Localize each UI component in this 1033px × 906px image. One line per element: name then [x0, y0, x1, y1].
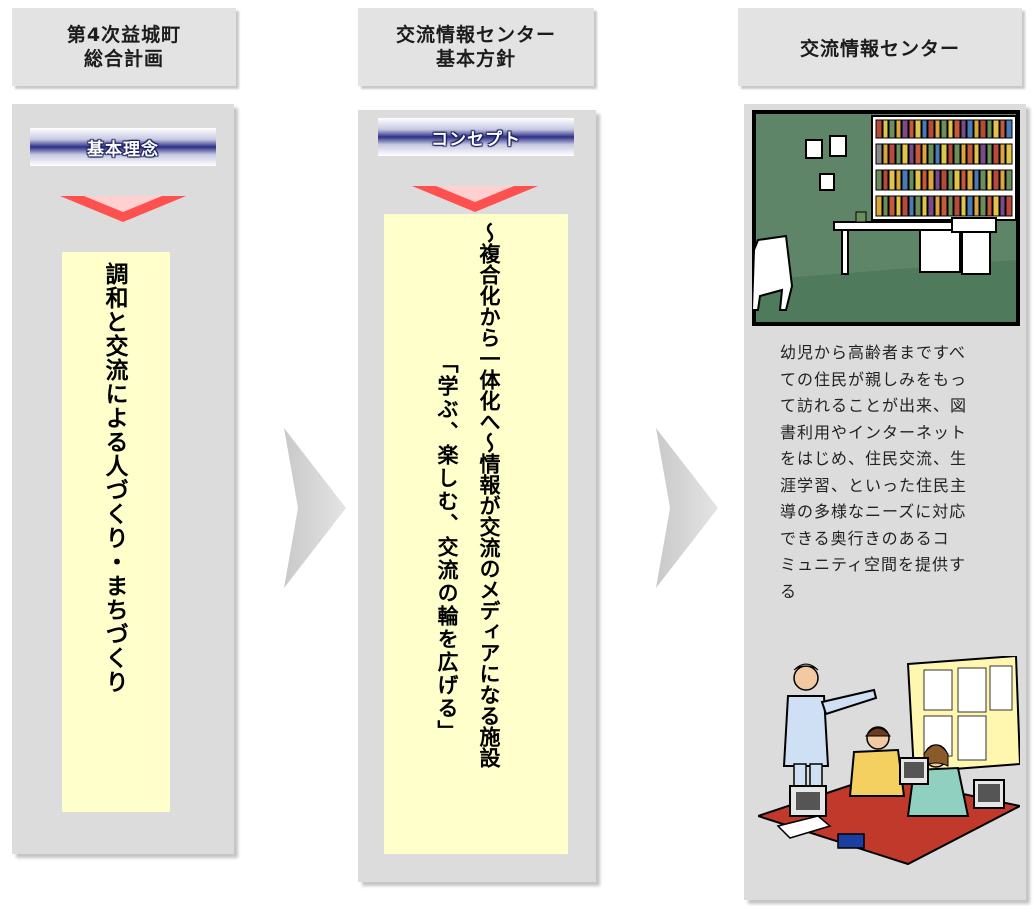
- column1-header-line2: 総合計画: [83, 48, 164, 70]
- column2-content-box: [384, 214, 568, 854]
- library-room-illustration: [752, 110, 1020, 326]
- column2-header-line2: 基本方針: [435, 48, 516, 70]
- column2-banner: コンセプト: [378, 118, 574, 156]
- column3-header: 交流情報センター: [738, 8, 1022, 86]
- column1-philosophy-text: 調和と交流による人づくり・まちづくり: [101, 262, 127, 694]
- column2-concept-line2: 「学ぶ、楽しむ、交流の輪を広げる」: [435, 352, 459, 743]
- column2-header-line1: 交流情報センター: [395, 24, 556, 46]
- chevron-right-icon: [656, 428, 718, 588]
- computer-class-illustration: [758, 656, 1020, 866]
- column1-content-box: [62, 252, 170, 812]
- chevron-right-icon: [284, 428, 346, 588]
- column3-header-line1: 交流情報センター: [799, 37, 960, 60]
- column2-concept-line1: ～複合化から一体化へ～情報が交流のメディアになる施設: [477, 222, 501, 768]
- column1-header-line1: 第4次益城町: [66, 24, 182, 46]
- column2-header: 交流情報センター 基本方針: [358, 8, 594, 86]
- column2-concept-text: ～複合化から一体化へ～情報が交流のメディアになる施設 「学ぶ、楽しむ、交流の輪を…: [426, 222, 510, 852]
- column2-down-marker: [412, 186, 538, 212]
- column1-down-marker: [60, 196, 186, 222]
- column1-banner: 基本理念: [30, 128, 216, 166]
- column1-header: 第4次益城町 総合計画: [12, 8, 236, 86]
- column3-description: 幼児から高齢者まですべ ての住民が親しみをもっ て訪れることが出来、図 書利用や…: [780, 343, 968, 601]
